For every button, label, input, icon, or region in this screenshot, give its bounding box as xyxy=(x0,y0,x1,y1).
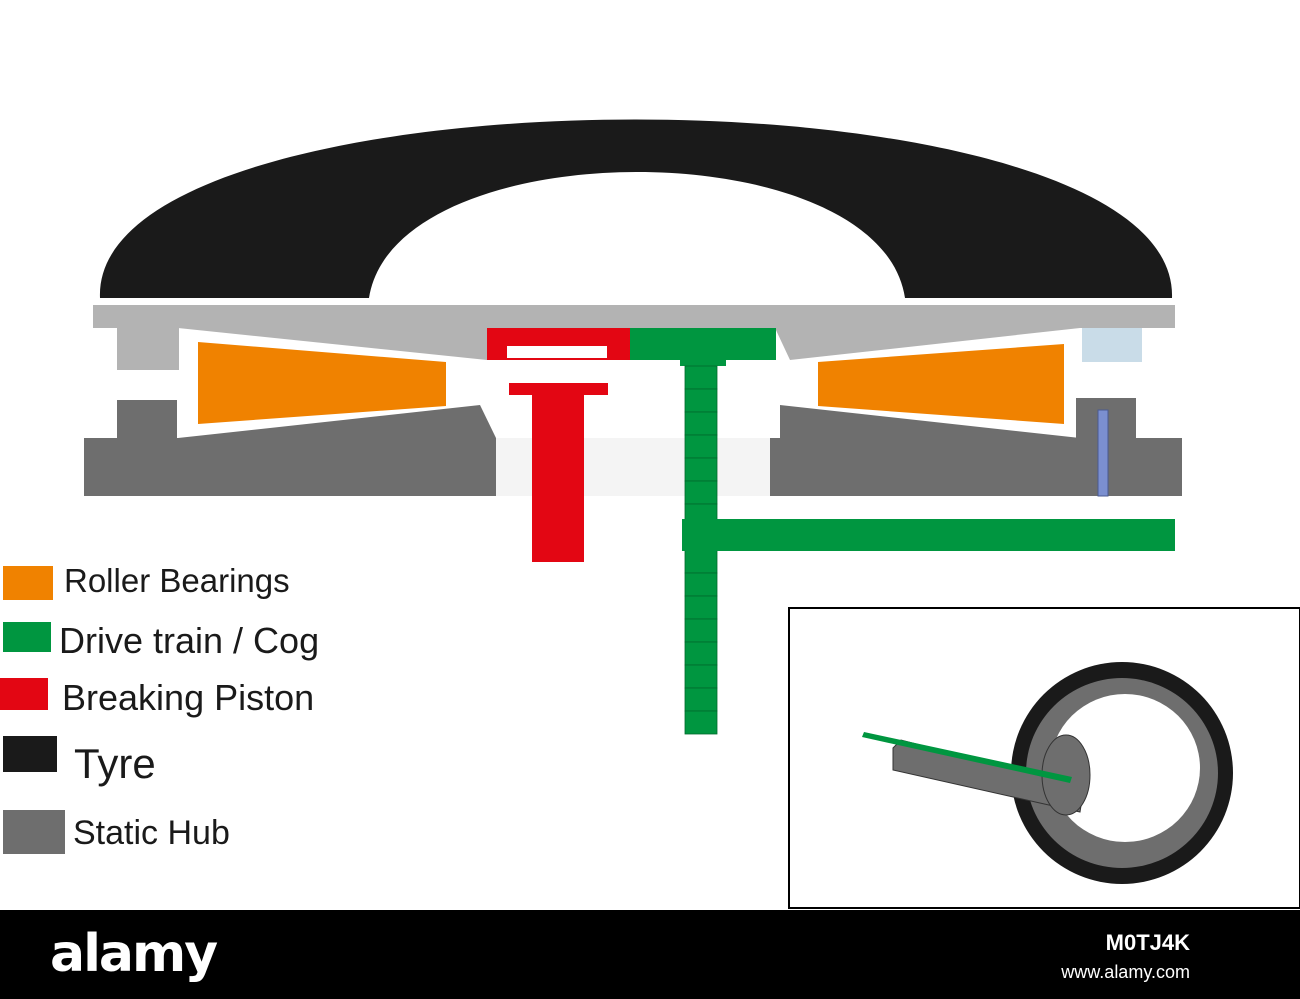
left-lower-race xyxy=(178,405,496,438)
alamy-url-text: www.alamy.com xyxy=(1061,962,1190,982)
drive-shaft-segment xyxy=(684,411,718,436)
drive-shaft-segment xyxy=(684,641,718,666)
right-upper-race xyxy=(775,328,1080,360)
piston-rod xyxy=(532,395,584,562)
drive-shaft-segment xyxy=(684,710,718,735)
drive-shaft-segment xyxy=(684,365,718,390)
hub-bolt xyxy=(1097,409,1109,497)
drive-shaft-segment xyxy=(684,434,718,459)
legend-label-tyre: Tyre xyxy=(74,740,156,787)
drive-arm xyxy=(682,519,1175,551)
tyre-cross-section xyxy=(99,119,1173,298)
drive-cog-cap xyxy=(680,350,726,366)
drive-shaft-segment xyxy=(684,664,718,689)
left-roller-bearing xyxy=(198,342,446,424)
legend-item-static-hub: Static Hub xyxy=(0,808,360,854)
legend-item-breaking-piston: Breaking Piston xyxy=(0,676,360,720)
legend-label-static-hub: Static Hub xyxy=(73,814,230,852)
drive-shaft-segment xyxy=(684,388,718,413)
drive-shaft-segment xyxy=(684,457,718,482)
right-outer-block-upper xyxy=(1082,328,1142,362)
drive-shaft-segment xyxy=(684,572,718,597)
drive-shaft-segment xyxy=(684,687,718,712)
piston-head xyxy=(509,383,608,395)
black-square-icon xyxy=(3,736,57,772)
static-hub-right xyxy=(770,438,1182,496)
inset-hub-hole xyxy=(1050,694,1200,842)
green-square-icon xyxy=(3,622,51,652)
drive-shaft-segment xyxy=(684,595,718,620)
right-lower-race xyxy=(780,405,1080,438)
grey-square-icon xyxy=(3,810,65,854)
piston-housing-slot xyxy=(507,346,607,358)
alamy-footer-bar: alamy M0TJ4K www.alamy.com xyxy=(0,910,1300,999)
static-hub-left xyxy=(84,438,496,496)
left-outer-block-upper xyxy=(117,328,179,370)
orange-square-icon xyxy=(3,566,53,600)
alamy-logo: alamy xyxy=(50,924,218,984)
drive-shaft-segment xyxy=(684,549,718,574)
legend-label-breaking-piston: Breaking Piston xyxy=(62,677,315,718)
red-square-icon xyxy=(0,678,48,710)
wheel-hub-cross-section-diagram xyxy=(84,119,1300,909)
hub-top-plate xyxy=(93,305,1175,328)
legend-label-roller-bearings: Roller Bearings xyxy=(64,562,290,599)
image-id-text: M0TJ4K xyxy=(1105,930,1190,955)
legend-item-roller-bearings: Roller Bearings xyxy=(0,562,360,606)
drive-shaft-segment xyxy=(684,618,718,643)
left-upper-race xyxy=(178,328,487,360)
left-outer-block-lower xyxy=(117,400,177,440)
legend-item-drive-train: Drive train / Cog xyxy=(0,620,360,664)
drive-shaft-segment xyxy=(684,480,718,505)
legend-item-tyre: Tyre xyxy=(0,736,360,787)
inset-drive-arm xyxy=(862,732,1072,783)
legend-label-drive-train: Drive train / Cog xyxy=(59,620,320,661)
right-roller-bearing xyxy=(818,344,1064,424)
